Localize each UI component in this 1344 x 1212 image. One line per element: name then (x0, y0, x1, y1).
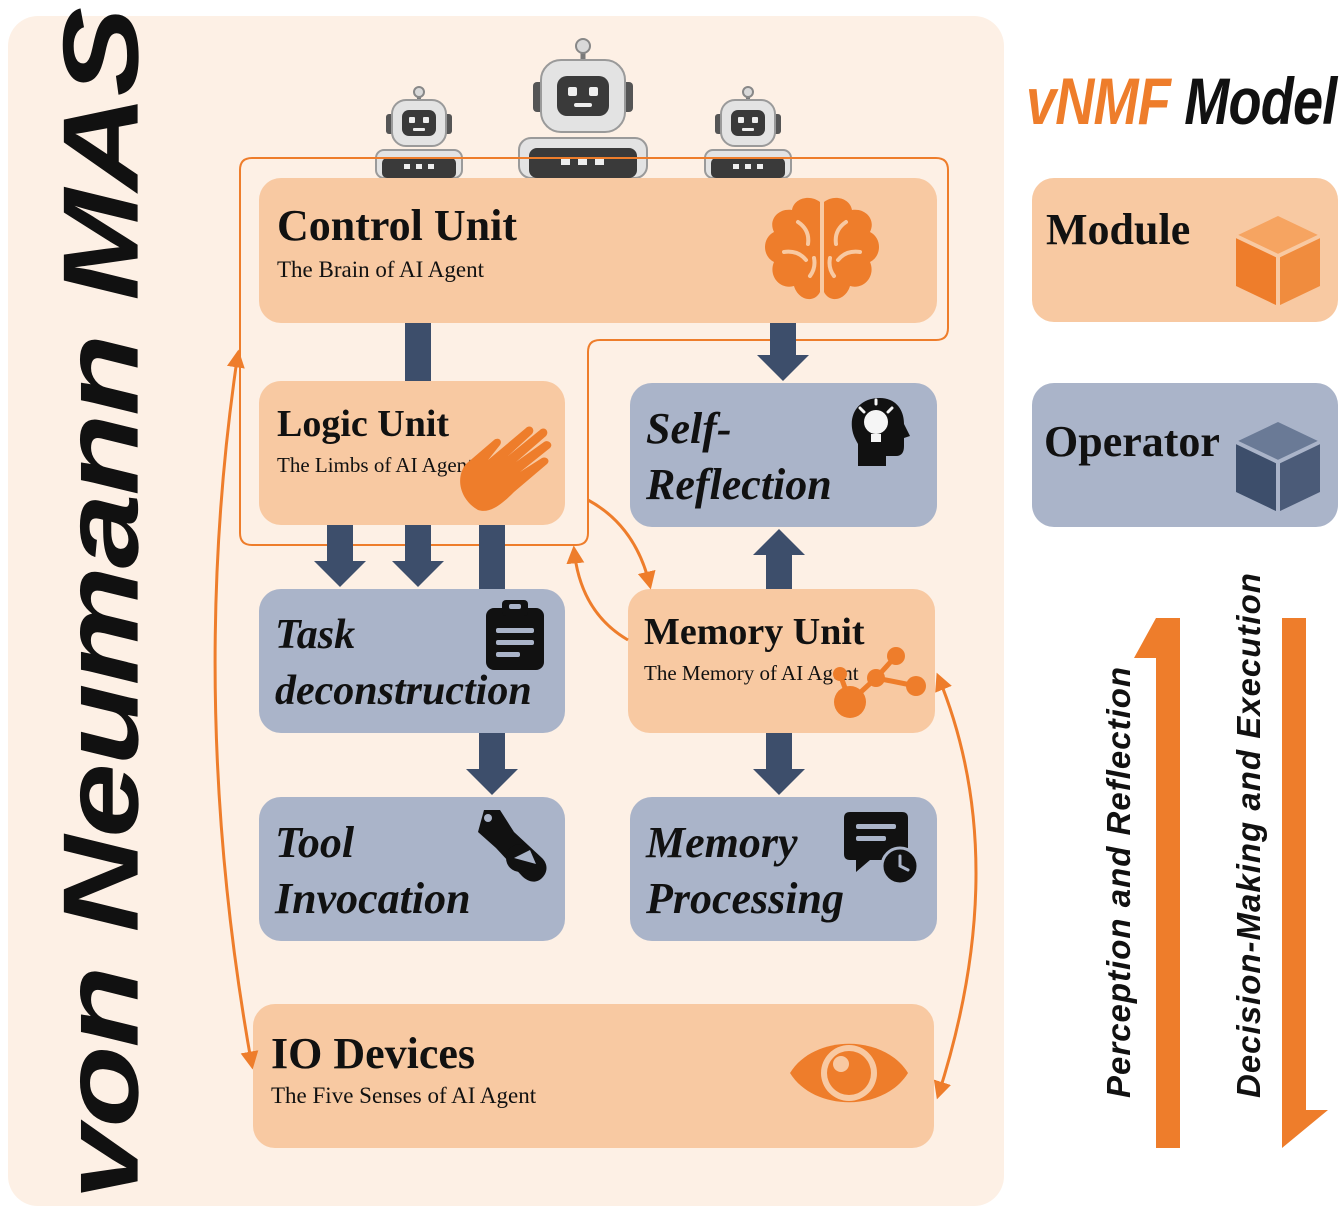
control-unit-subtitle: The Brain of AI Agent (277, 257, 484, 282)
decision-execution-label: Decision-Making and Execution (1230, 572, 1267, 1098)
logic-to-task-arrow-2 (392, 525, 444, 587)
hand-icon (460, 426, 552, 511)
control-unit-title: Control Unit (277, 201, 517, 250)
memory-processing-label: Memory Processing (646, 815, 844, 927)
control-to-reflection-arrow (757, 323, 809, 381)
io-devices-subtitle: The Five Senses of AI Agent (271, 1083, 537, 1108)
task-deconstruction-box: Task deconstruction (259, 589, 565, 733)
perception-reflection-label: Perception and Reflection (1100, 665, 1137, 1098)
self-reflection-line1: Self- (646, 404, 732, 453)
task-to-tool-arrow (466, 733, 518, 795)
down-flow-arrow (1282, 618, 1328, 1148)
io-devices-title: IO Devices (271, 1029, 476, 1078)
up-flow-arrow (1134, 618, 1180, 1148)
tool-line2: Invocation (275, 874, 471, 923)
self-reflection-label: Self- Reflection (646, 401, 832, 513)
wrench-icon (478, 810, 547, 882)
memory-processing-line1: Memory (646, 818, 798, 867)
head-lightbulb-icon (851, 398, 910, 466)
model-heading-main: Model (1170, 64, 1337, 138)
memory-to-reflection-arrow (753, 529, 805, 589)
robot-icon (375, 86, 463, 178)
tool-line1: Tool (275, 818, 355, 867)
task-deconstruction-label: Task deconstruction (275, 607, 532, 719)
task-line2: deconstruction (275, 668, 532, 714)
legend-operator-label: Operator (1044, 417, 1220, 466)
memory-io-arrow (933, 672, 978, 1100)
logic-to-task-arrow-1 (314, 525, 366, 587)
logic-to-task-connector (479, 525, 505, 589)
tool-invocation-label: Tool Invocation (275, 815, 471, 927)
self-reflection-line2: Reflection (646, 460, 832, 509)
io-agent-arrow (213, 349, 259, 1070)
eye-icon (790, 1043, 908, 1103)
memory-unit-title: Memory Unit (644, 611, 865, 653)
control-to-logic-connector (405, 323, 431, 381)
legend-module-label: Module (1046, 205, 1191, 254)
memory-to-processing-arrow (753, 733, 805, 795)
logic-unit-subtitle: The Limbs of AI Agent (277, 453, 473, 477)
memory-unit-box: Memory Unit The Memory of AI Agent (628, 589, 935, 733)
logic-unit-box: Logic Unit The Limbs of AI Agent (259, 381, 565, 525)
task-line1: Task (275, 612, 356, 658)
model-heading-accent: vNMF (1026, 64, 1171, 138)
memory-logic-arrow (566, 545, 629, 642)
cube-icon (1235, 216, 1321, 306)
memory-unit-subtitle: The Memory of AI Agent (644, 661, 859, 685)
logic-unit-title: Logic Unit (277, 403, 450, 445)
network-icon (833, 647, 926, 718)
chat-clock-icon (844, 812, 920, 886)
cube-icon (1235, 422, 1321, 512)
brain-icon (765, 197, 879, 300)
robot-icon (518, 38, 648, 178)
memory-processing-line2: Processing (646, 874, 844, 923)
logic-memory-arrow (587, 498, 656, 590)
clipboard-icon (486, 600, 544, 670)
model-heading: vNMF Model (1026, 68, 1337, 134)
